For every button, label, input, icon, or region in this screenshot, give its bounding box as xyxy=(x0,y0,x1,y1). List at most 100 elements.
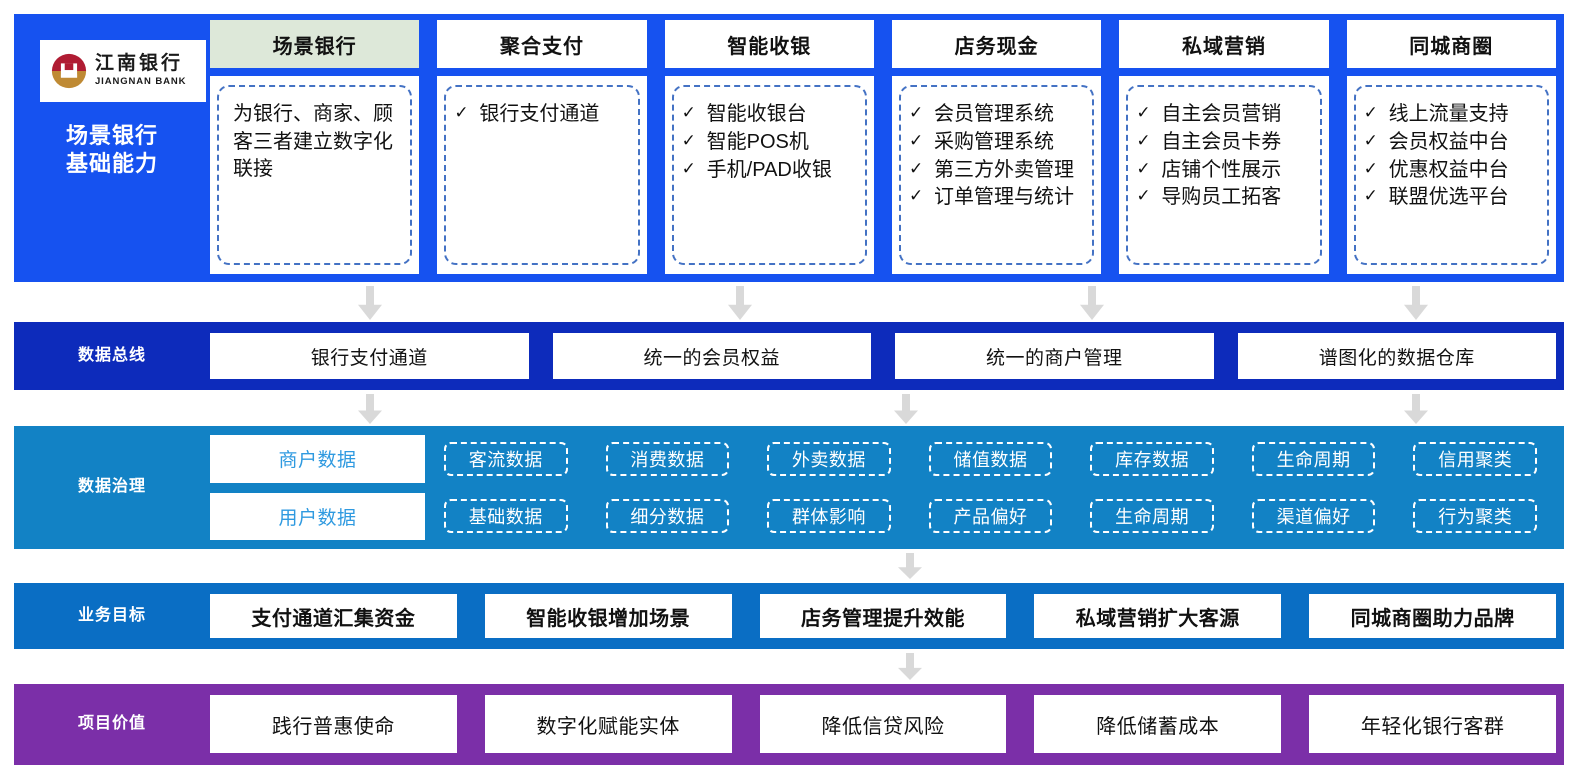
scene-card-0: 为银行、商家、顾客三者建立数字化联接 xyxy=(210,76,420,274)
card-bullet-item: ✓联盟优选平台 xyxy=(1364,184,1539,211)
card-bullet-item: ✓ 自主会员营销 xyxy=(1136,101,1311,128)
logo-name-cn: 江南银行 xyxy=(95,52,184,75)
card-bullet-item: ✓自主会员卡券 xyxy=(1136,129,1311,156)
project-value-chip-0[interactable]: 践行普惠使命 xyxy=(210,695,457,753)
tab-scene-5[interactable]: 同城商圈 xyxy=(1346,20,1556,68)
project-value-chip-2[interactable]: 降低信贷风险 xyxy=(759,695,1007,753)
governance-chip[interactable]: 储值数据 xyxy=(928,441,1053,476)
scene-card-body-1: ✓ 银行支付通道 xyxy=(444,85,640,265)
check-icon: ✓ xyxy=(1136,158,1151,178)
check-icon: ✓ xyxy=(681,103,696,122)
card-bullet-item: ✓ 优惠权益中台 xyxy=(1364,157,1539,184)
check-icon: ✓ xyxy=(908,103,924,122)
governance-chip[interactable]: 信用聚类 xyxy=(1413,441,1538,476)
check-icon: ✓ xyxy=(681,158,696,178)
card-bullet-label: 银行支付通道 xyxy=(479,103,600,125)
card-bullet-list: ✓自主会员营销✓自主会员卡券✓店铺个性展示✓导购员工拓客 xyxy=(1136,101,1311,212)
band-label-business-goals: 业务目标 xyxy=(77,606,146,624)
card-bullet-item: ✓导购员工拓客 xyxy=(1136,184,1311,211)
card-bullet-item: ✓智能收银台 xyxy=(682,101,857,128)
jiangnan-bank-logo-mark-icon xyxy=(50,52,88,90)
data-bus-chip-2[interactable]: 统一的商户管理 xyxy=(895,333,1214,379)
governance-chip[interactable]: 消费数据 xyxy=(605,441,730,476)
governance-chip[interactable]: 外卖数据 xyxy=(767,441,891,476)
check-icon: ✓ xyxy=(454,103,469,122)
governance-chip[interactable]: 基础数据 xyxy=(444,499,568,534)
governance-main-1[interactable]: 用户数据 xyxy=(210,492,425,540)
card-bullet-label: 订单管理与统计 xyxy=(933,186,1074,209)
governance-chip[interactable]: 生命周期 xyxy=(1090,499,1214,534)
tab-scene-1[interactable]: 聚合支付 xyxy=(437,20,647,68)
band-label-scene-line1: 场景银行 xyxy=(65,122,158,148)
scene-card-3: ✓会员管理系统✓采购管理系统✓第三方外卖管理✓订单管理与统计 xyxy=(891,76,1102,274)
business-goal-chip-4[interactable]: 同城商圈助力品牌 xyxy=(1309,594,1556,638)
governance-chip[interactable]: 行为聚类 xyxy=(1413,499,1538,534)
business-goal-chips: 支付通道汇集资金智能收银增加场景店务管理提升效能私域营销扩大客源同城商圈助力品牌 xyxy=(210,594,1556,638)
governance-chip[interactable]: 细分数据 xyxy=(605,499,730,534)
arrow-down-icon-scene-bus-3 xyxy=(1401,286,1431,320)
card-bullet-list: ✓ 银行支付通道 xyxy=(454,101,629,129)
governance-chip-group: 基础数据 细分数据 群体影响 产品偏好 生命周期 渠道偏好 行为聚类 xyxy=(425,493,1556,541)
business-goal-chip-2[interactable]: 店务管理提升效能 xyxy=(759,594,1007,638)
governance-chip[interactable]: 群体影响 xyxy=(767,499,891,534)
project-value-chip-3[interactable]: 降低储蓄成本 xyxy=(1034,695,1282,753)
bank-logo: 江南银行 JIANGNAN BANK xyxy=(40,40,206,102)
logo-wordmark: 江南银行 JIANGNAN BANK xyxy=(95,52,186,87)
check-icon: ✓ xyxy=(1136,103,1151,122)
card-bullet-item: ✓ 采购管理系统 xyxy=(909,129,1084,156)
band-label-scene-bank: 场景银行 基础能力 xyxy=(14,110,210,190)
tab-scene-4[interactable]: 私域营销 xyxy=(1119,20,1329,68)
tab-scene-0[interactable]: 场景银行 xyxy=(210,20,420,68)
business-goal-chip-0[interactable]: 支付通道汇集资金 xyxy=(210,594,457,638)
arrow-down-icon-goal-value-0 xyxy=(895,653,925,680)
data-bus-chip-3[interactable]: 谱图化的数据仓库 xyxy=(1237,333,1556,379)
governance-chip[interactable]: 渠道偏好 xyxy=(1251,499,1376,534)
arrow-down-icon-bus-gov-0 xyxy=(355,394,385,424)
tab-scene-2[interactable]: 智能收银 xyxy=(664,20,874,68)
governance-row-0: 商户数据客流数据 消费数据 外卖数据 储值数据 库存数据 生命周期 信用聚类 xyxy=(210,435,1556,483)
scene-card-body-0: 为银行、商家、顾客三者建立数字化联接 xyxy=(217,85,413,265)
arrow-down-icon-scene-bus-0 xyxy=(355,286,385,320)
band-label-data-bus: 数据总线 xyxy=(77,346,146,364)
card-bullet-label: 自主会员卡券 xyxy=(1161,130,1282,153)
band-label-data-governance: 数据治理 xyxy=(77,478,146,496)
arrow-down-icon-bus-gov-1 xyxy=(891,394,921,424)
band-label-project-value: 项目价值 xyxy=(77,715,146,733)
data-bus-chip-1[interactable]: 统一的会员权益 xyxy=(552,333,871,379)
check-icon: ✓ xyxy=(908,130,924,150)
card-bullet-label: 会员管理系统 xyxy=(933,103,1054,125)
business-goal-chip-3[interactable]: 私域营销扩大客源 xyxy=(1034,594,1282,638)
arrow-down-icon-gov-goal-0 xyxy=(895,553,925,579)
card-bullet-label: 自主会员营销 xyxy=(1161,103,1282,125)
scene-card-4: ✓自主会员营销✓自主会员卡券✓店铺个性展示✓导购员工拓客 xyxy=(1119,76,1329,274)
card-bullet-item: ✓ 会员管理系统 xyxy=(909,101,1084,128)
card-bullet-item: ✓订单管理与统计 xyxy=(909,184,1084,211)
project-value-chip-4[interactable]: 年轻化银行客群 xyxy=(1309,695,1556,753)
check-icon: ✓ xyxy=(1136,186,1151,206)
card-bullet-label: 联盟优选平台 xyxy=(1388,186,1509,209)
governance-chip[interactable]: 客流数据 xyxy=(444,441,568,476)
card-bullet-item: ✓店铺个性展示 xyxy=(1136,157,1311,184)
data-bus-chip-0[interactable]: 银行支付通道 xyxy=(210,333,529,379)
governance-chip-group: 客流数据 消费数据 外卖数据 储值数据 库存数据 生命周期 信用聚类 xyxy=(425,435,1556,483)
governance-chip[interactable]: 库存数据 xyxy=(1090,441,1214,476)
card-bullet-item: ✓线上流量支持 xyxy=(1364,101,1539,128)
card-bullet-label: 优惠权益中台 xyxy=(1388,158,1509,181)
governance-main-0[interactable]: 商户数据 xyxy=(210,435,425,483)
scene-card-5: ✓线上流量支持✓会员权益中台✓优惠权益中台✓联盟优选平台 xyxy=(1346,76,1556,274)
governance-chip[interactable]: 产品偏好 xyxy=(928,499,1053,534)
scene-card-body-4: ✓自主会员营销✓自主会员卡券✓店铺个性展示✓导购员工拓客 xyxy=(1126,85,1322,265)
card-bullet-label: 采购管理系统 xyxy=(933,130,1054,153)
check-icon: ✓ xyxy=(1363,130,1378,150)
business-goal-chip-1[interactable]: 智能收银增加场景 xyxy=(484,594,732,638)
scene-tabs: 场景银行聚合支付智能收银店务现金私域营销同城商圈 xyxy=(210,20,1556,68)
governance-body: 商户数据客流数据消费数据外卖数据储值数据库存数据生命周期信用聚类用户数据基础数据… xyxy=(210,435,1556,540)
project-value-chip-1[interactable]: 数字化赋能实体 xyxy=(484,695,732,753)
band-data-governance: 数据治理 商户数据客流数据消费数据外卖数据储值数据库存数据生命周期信用聚类用户数… xyxy=(14,426,1564,549)
tab-scene-3[interactable]: 店务现金 xyxy=(891,20,1102,68)
card-bullet-item: ✓手机/PAD收银 xyxy=(682,157,857,184)
check-icon: ✓ xyxy=(1363,158,1378,178)
governance-chip[interactable]: 生命周期 xyxy=(1251,441,1376,476)
card-bullet-label: 第三方外卖管理 xyxy=(933,158,1074,181)
